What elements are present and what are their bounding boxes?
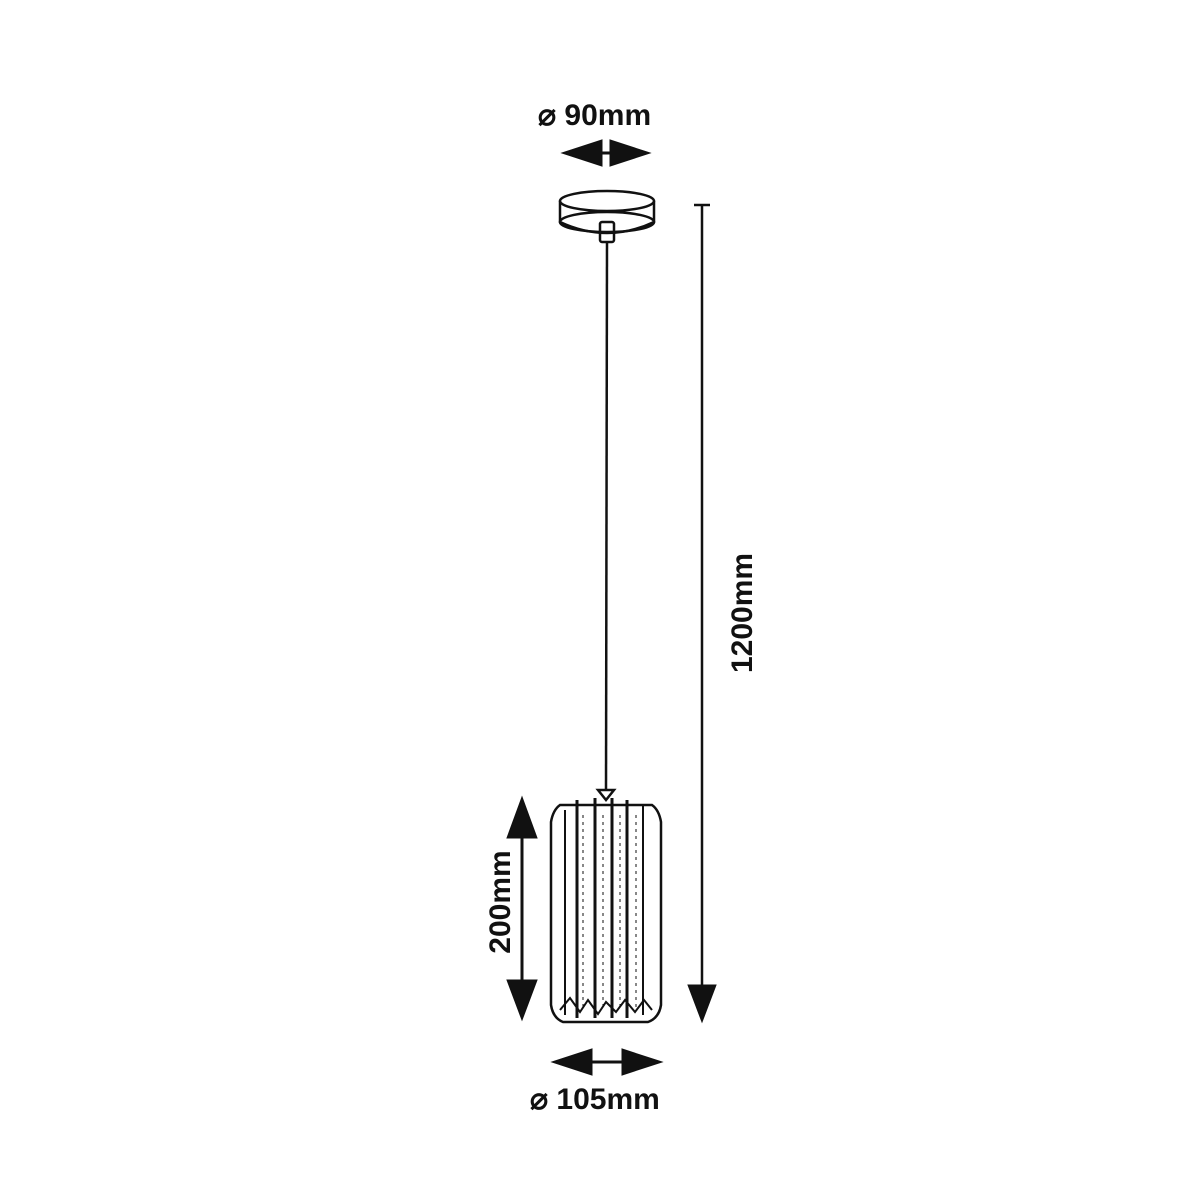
ceiling-canopy — [558, 189, 656, 244]
canopy-width-arrow — [560, 139, 652, 167]
shade-height-label: 200mm — [484, 850, 517, 954]
shade-diameter-label: ⌀ 105mm — [530, 1083, 660, 1116]
total-height-arrow — [687, 203, 717, 1024]
crystal-shade — [549, 788, 663, 1024]
canopy-diameter-label: ⌀ 90mm — [538, 99, 652, 132]
shade-height-arrow — [506, 795, 538, 1022]
total-height-label: 1200mm — [726, 552, 759, 674]
shade-width-arrow — [550, 1048, 664, 1076]
suspension-cable — [604, 241, 609, 791]
